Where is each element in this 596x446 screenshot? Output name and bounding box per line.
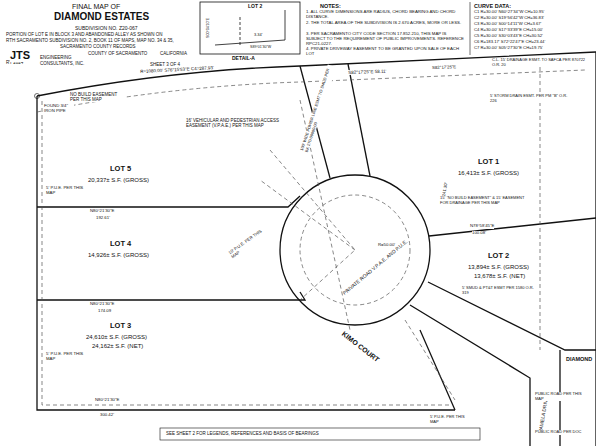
map-label: 13,894± S.F. (GROSS) xyxy=(468,264,529,271)
map-label: DETAIL-A xyxy=(232,56,255,62)
map-label: 20,337± S.F. (GROSS) xyxy=(88,177,149,184)
west-south-boundary xyxy=(37,96,455,410)
map-label: N80°21'30"E xyxy=(95,398,119,403)
map-label: S82°17'25"E 58.11' xyxy=(348,69,386,76)
map-label: S00°04'10"E xyxy=(206,18,210,38)
map-label: SUBDIVISION NO. Z20-067 xyxy=(75,26,138,32)
map-label: RTH SACRAMENTO SUBDIVISION NO. 2, BOOK 1… xyxy=(6,38,174,43)
east-boundary xyxy=(595,52,596,446)
map-label: C5 R=30.00' S30°03'43"E CH=30.52' xyxy=(474,34,543,39)
map-label: 241.30' xyxy=(442,182,449,197)
lot-lines xyxy=(37,52,596,446)
map-label: 100.08' xyxy=(472,231,486,236)
map-label: PAMELA DRIVE xyxy=(538,396,550,433)
map-label: N78°58'45"E xyxy=(470,224,494,229)
map-label: KIMO COURT xyxy=(340,330,381,364)
map-label: NO BUILD EASEMENT PER THIS MAP xyxy=(70,92,125,102)
map-label: LOT 3 xyxy=(110,322,131,331)
detail-a xyxy=(200,2,300,54)
map-label: 192.61' xyxy=(96,216,110,221)
map-label: LOT 5 xyxy=(110,165,131,174)
map-label: 5' SMUD & PT&T ESMT PER 1580 O.R. 319 xyxy=(462,286,537,295)
frames xyxy=(35,2,481,440)
map-label: C3 R=30.00' S00°14'11"W CH=3.67' xyxy=(474,22,541,27)
map-label: PORTION OF LOT E IN BLOCK 3 AND ABANDONE… xyxy=(6,32,163,37)
map-label: 16' VEHICULAR AND PEDESTRIAN ACCESS EASE… xyxy=(186,118,281,128)
map-label: CURVE DATA: xyxy=(474,3,511,9)
map-label: N80°21'30"E xyxy=(90,209,114,214)
map-label: LOT 2 xyxy=(248,4,262,10)
map-label: LOT 2 xyxy=(488,252,509,261)
map-label: 15' "NO BUILD EASEMENT" & 15' EASEMENT F… xyxy=(440,196,530,205)
map-label: SEE SHEET 2 FOR LEGENDS, REFERENCES AND … xyxy=(166,431,319,436)
map-label: FINAL MAP OF xyxy=(72,3,120,11)
map-title: DIAMOND ESTATES xyxy=(54,11,149,23)
map-label: 3.34' xyxy=(254,33,263,38)
map-label: C7 R=30.00' S05°27'30"E CH=19.75' xyxy=(474,46,543,51)
map-label: 14,926± S.F. (GROSS) xyxy=(88,252,149,259)
road-edge xyxy=(428,282,596,350)
map-label: DIAMOND xyxy=(566,356,592,362)
map-label: 300.42' xyxy=(100,413,114,418)
map-label: 5' STORM DRAIN ESMT. PER PM "B" O.R. 226 xyxy=(490,94,575,103)
map-label: S82°17'25"E xyxy=(432,65,456,71)
north-boundary xyxy=(37,52,596,96)
lot-line xyxy=(420,330,455,410)
map-label: N80°21'30"E xyxy=(90,302,114,307)
map-label: LOT 1 xyxy=(478,158,499,167)
lot-line xyxy=(37,292,305,300)
map-label: JTS xyxy=(10,49,30,62)
map-label: 174.09 xyxy=(98,309,111,314)
lot-line xyxy=(348,64,370,176)
map-label: PUBLIC ROAD PER DOC xyxy=(535,430,590,435)
map-label: SACRAMENTO COUNTY RECORDS xyxy=(60,44,136,49)
map-label: 3. PER SACRAMENTO CITY CODE SECTION 17.8… xyxy=(306,32,466,47)
map-label: S89°01'30"W xyxy=(250,45,271,49)
map-label: 16,413± S.F. (GROSS) xyxy=(458,170,519,177)
map-label: 24,162± S.F. (NET) xyxy=(92,343,143,350)
map-label: 5' P.U.E. PER THIS MAP xyxy=(46,186,86,196)
map-label: 5' P.U.E. PER THIS MAP xyxy=(430,415,470,424)
map-label: NOTES: xyxy=(320,3,341,9)
map-label: 100' WIDE POWER LINE ESMT TO SMUD PER BK… xyxy=(300,64,337,152)
map-label: COUNTY OF SACRAMENTO xyxy=(88,51,147,56)
map-label: C4 R=30.00' S17°33'39"E CH=15.00' xyxy=(474,28,543,33)
map-label: PUBLIC ROAD PER THIS MAP xyxy=(535,392,590,401)
easement-lines xyxy=(37,60,585,405)
map-label: 5' P.U.E. PER THIS MAP xyxy=(46,352,86,362)
map-label: R=50.00' xyxy=(378,243,395,248)
map-label: 10' P.U.E. PER THIS MAP xyxy=(228,228,268,260)
lot-line xyxy=(429,218,596,236)
road-edge xyxy=(410,305,530,446)
map-label: 24,610± S.F. (GROSS) xyxy=(86,334,147,341)
map-label: C.L. 15' DRAINAGE ESMT. TO SAFCA PER 870… xyxy=(492,58,587,67)
map-label: C1 R=30.00' N60°27'34"W CH=10.95' xyxy=(474,10,544,15)
map-label: 1. ALL CURVE DIMENSIONS ARE RADIUS, CHOR… xyxy=(306,10,466,20)
map-label: C2 R=30.00' S19°56'42"W CH=36.83' xyxy=(474,16,544,21)
map-label: CONSULTANTS, INC. xyxy=(40,61,84,66)
map-label: LOT 4 xyxy=(110,240,131,249)
map-label: ENGINEERING xyxy=(40,55,72,60)
map-label: 4. PRIVATE DRIVEWAY EASEMENT TO BE GRANT… xyxy=(306,47,466,57)
map-label: 2. THE TOTAL AREA OF THE SUBDIVISION IS … xyxy=(306,21,466,26)
map-label: 13,678± S.F. (NET) xyxy=(474,273,525,280)
map-label: C6 R=183.17' S72°22'47"E CH=23.44' xyxy=(474,40,545,45)
map-label: FOUND 3/4" IRON PIPE xyxy=(44,104,74,114)
map-label: CALIFORNIA xyxy=(160,51,187,56)
lot-line xyxy=(37,196,300,207)
